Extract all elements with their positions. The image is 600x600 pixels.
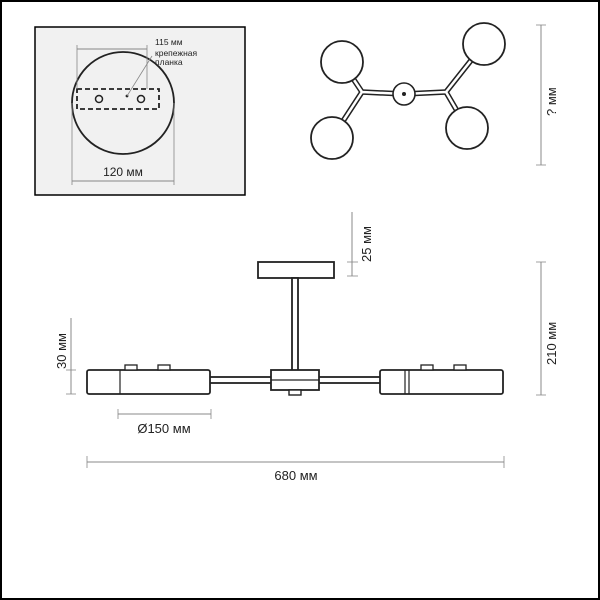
stem-height-dimension: 25 мм <box>347 212 374 277</box>
shade-bottom-right <box>445 106 489 150</box>
ceiling-canopy <box>257 261 335 279</box>
left-shade-clip-1 <box>124 364 138 371</box>
right-shade-clip-1 <box>420 364 434 371</box>
shade-height-label: 30 мм <box>54 333 69 369</box>
base-diameter-label: 120 мм <box>103 165 143 179</box>
bracket-leader-line <box>126 55 153 97</box>
side-view <box>86 261 504 396</box>
vertical-stem <box>291 277 299 372</box>
bracket-label-line-1: крепежная <box>155 48 198 58</box>
right-shade <box>379 369 504 395</box>
stem-height-label: 25 мм <box>359 226 374 262</box>
total-height-label: 210 мм <box>544 322 559 365</box>
total-width-dimension: 680 мм <box>86 456 505 483</box>
total-height-dimension: 210 мм <box>536 261 559 396</box>
shade-height-dimension: 30 мм <box>54 318 76 395</box>
shade-diameter-dimension: Ø150 мм <box>117 409 212 436</box>
total-width-label: 680 мм <box>274 468 317 483</box>
hub-bottom-cap <box>288 389 302 396</box>
top-view <box>310 22 506 160</box>
shade-top-left <box>320 40 364 84</box>
mounting-bracket <box>76 88 160 110</box>
shade-diameter-label: Ø150 мм <box>137 421 190 436</box>
shade-top-right <box>462 22 506 66</box>
top-view-height-dimension: ? мм <box>536 24 559 166</box>
left-shade-clip-2 <box>157 364 171 371</box>
screw-hole-right <box>136 94 146 104</box>
plate-length-label: 115 мм <box>155 37 183 47</box>
left-shade <box>86 369 211 395</box>
bracket-label-line-2: планка <box>155 57 183 67</box>
right-shade-clip-2 <box>453 364 467 371</box>
center-hub-dot <box>402 92 406 96</box>
shade-bottom-left <box>310 116 354 160</box>
screw-hole-left <box>94 94 104 104</box>
top-view-height-label: ? мм <box>544 87 559 116</box>
mount-detail-panel: 115 мм крепежная планка 120 мм <box>34 26 246 196</box>
